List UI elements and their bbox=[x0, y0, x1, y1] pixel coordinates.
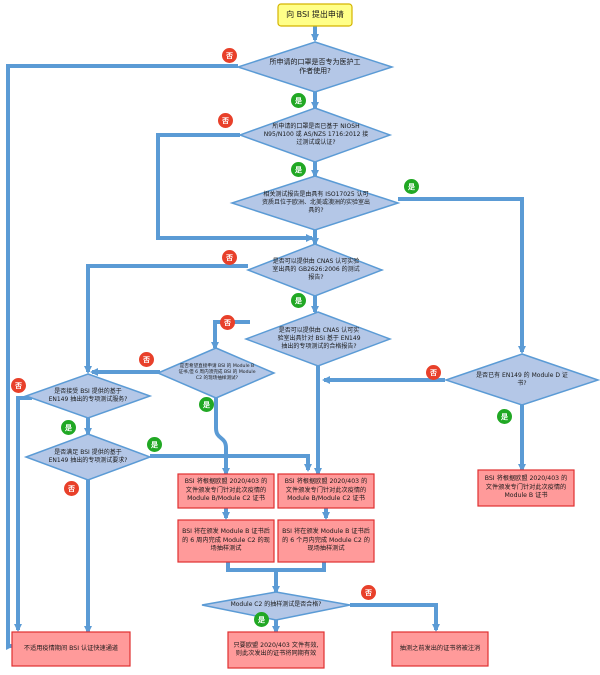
q3-diamond bbox=[229, 175, 401, 231]
q10-diamond bbox=[201, 591, 351, 621]
yes-badge: 是 bbox=[147, 437, 162, 452]
diamonds bbox=[23, 41, 600, 621]
arrow-q8-yes bbox=[150, 454, 312, 472]
no-badge: 否 bbox=[220, 315, 235, 330]
arrow-q7-no bbox=[14, 396, 32, 632]
arrow-q2-no bbox=[156, 133, 314, 242]
r6-text: 不适用疫情期间 BSI 认证快速通道 bbox=[23, 644, 119, 652]
q8-diamond bbox=[23, 433, 153, 481]
q8-text: 是否满足 BSI 提供的基于 EN149 抽出的专项测试要求? bbox=[48, 448, 128, 464]
yes-badge: 是 bbox=[291, 93, 306, 108]
q4-diamond bbox=[245, 243, 385, 297]
r7-text: 只要欧盟 2020/403 文件有效,则此次发出的证书将同期有效 bbox=[233, 641, 319, 657]
no-badge: 否 bbox=[64, 481, 79, 496]
no-badge: 否 bbox=[11, 378, 26, 393]
no-badge: 否 bbox=[222, 48, 237, 63]
arrow-q6-yes bbox=[214, 398, 230, 476]
r5-text: BSI 将根据欧盟 2020/403 的文件颁发专门针对此次疫情的 Module… bbox=[484, 475, 568, 500]
q6-diamond bbox=[156, 347, 276, 399]
r3-text: BSI 将在颁发 Module B 证书后的 6 周内完成 Module C2 … bbox=[182, 528, 270, 553]
q6-text: 是否希望直接申请 BSI 的 Module B 证书,但 6 周内须完成 BSI… bbox=[178, 363, 256, 382]
start-box-shape bbox=[277, 3, 353, 27]
arrow-q10-no bbox=[350, 603, 440, 632]
q7-text: 是否接受 BSI 提供的基于 EN149 抽出的专项测试服务? bbox=[48, 387, 128, 403]
yes-badge: 是 bbox=[291, 162, 306, 177]
r7-shape bbox=[227, 631, 325, 669]
r4-shape bbox=[277, 519, 375, 563]
q7-diamond bbox=[23, 373, 153, 419]
r8-text: 抽测之前发出的证书将被注消 bbox=[399, 644, 481, 652]
q2-text: 所申请的口罩是否已基于 NIOSH N95/N100 或 AS/NZS 1716… bbox=[263, 122, 369, 147]
no-badge: 否 bbox=[139, 352, 154, 367]
yes-badge: 是 bbox=[497, 409, 512, 424]
q1-diamond bbox=[235, 41, 395, 93]
r4-text: BSI 将在颁发 Module B 证书后的 6 个月内完成 Module C2… bbox=[282, 528, 370, 553]
no-badge: 否 bbox=[426, 365, 441, 380]
yes-badge: 是 bbox=[61, 420, 76, 435]
merge-r3-r4 bbox=[226, 562, 326, 572]
q4-text: 是否可以提供由 CNAS 认可实验室出具的 GB2626:2006 的测试报告? bbox=[272, 257, 360, 282]
q1-text: 所申请的口罩是否专为医护工作者使用? bbox=[269, 57, 361, 75]
yes-badge: 是 bbox=[199, 397, 214, 412]
r2-shape bbox=[277, 473, 375, 509]
q5-diamond bbox=[243, 311, 393, 367]
start-box: 向 BSI 提出申请 bbox=[286, 9, 344, 19]
arrow-q1-no bbox=[6, 64, 238, 650]
no-badge: 否 bbox=[361, 585, 376, 600]
r2-text: BSI 将根据欧盟 2020/403 的文件颁发专门针对此次疫情的 Module… bbox=[284, 478, 368, 503]
yes-badge: 是 bbox=[404, 179, 419, 194]
q2-diamond bbox=[237, 107, 393, 163]
q10-text: Module C2 的抽样测试是否合格? bbox=[230, 600, 322, 608]
q5-text: 是否可以提供由 CNAS 认可实验室出具针对 BSI 基于 EN149 抽出的专… bbox=[277, 326, 361, 351]
r1-shape bbox=[177, 473, 275, 509]
q9-diamond bbox=[443, 353, 600, 406]
r3-shape bbox=[177, 519, 275, 563]
result-shapes bbox=[11, 469, 575, 669]
connectors bbox=[6, 26, 526, 650]
no-badge: 否 bbox=[218, 113, 233, 128]
arrow-q4-no bbox=[84, 264, 248, 374]
yes-badge: 是 bbox=[291, 293, 306, 308]
r5-shape bbox=[477, 469, 575, 507]
r1-text: BSI 将根据欧盟 2020/403 的文件颁发专门针对此次疫情的 Module… bbox=[184, 478, 268, 503]
q3-text: 相关测试报告是由具有 ISO17025 认可资质且位于欧洲、北美或澳洲的实验室出… bbox=[262, 190, 371, 215]
arrow-q3-q9 bbox=[398, 197, 526, 354]
r6-shape bbox=[11, 631, 131, 667]
arrow-q5-no bbox=[211, 320, 250, 350]
q9-text: 是否已有 EN149 的 Module D 证书? bbox=[476, 371, 568, 387]
yes-badge: 是 bbox=[254, 612, 269, 627]
r8-shape bbox=[391, 631, 489, 667]
no-badge: 否 bbox=[222, 250, 237, 265]
